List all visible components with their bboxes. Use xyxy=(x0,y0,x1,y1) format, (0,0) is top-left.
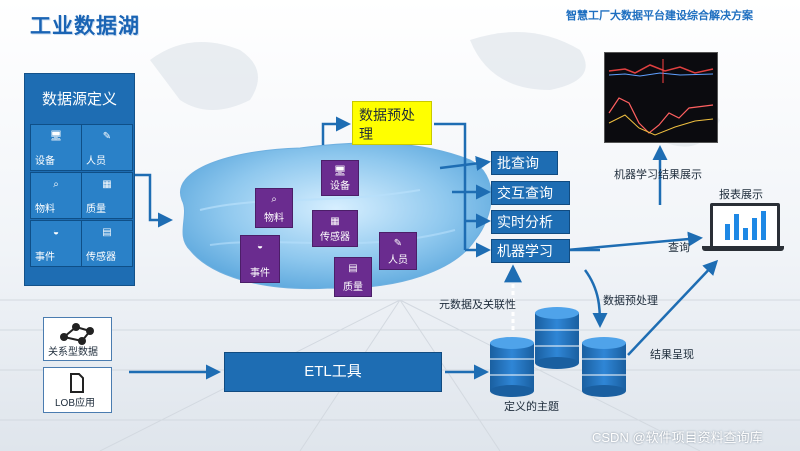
lake-item-quality[interactable]: ▤ 质量 xyxy=(334,257,372,297)
network-icon xyxy=(60,323,94,345)
lake-item-material[interactable]: ⌕ 物料 xyxy=(255,188,293,228)
lake-item-label: 事件 xyxy=(250,268,270,279)
lob-app-box[interactable]: LOB应用 xyxy=(43,367,112,413)
defined-subject-label: 定义的主题 xyxy=(504,401,559,413)
source-item-device[interactable]: 🖥 设备 xyxy=(30,124,82,171)
event-icon: ◒ xyxy=(52,227,60,238)
preprocess-box[interactable]: 数据预处理 xyxy=(352,101,432,145)
report-monitor-base xyxy=(702,246,784,251)
page-title: 工业数据湖 xyxy=(30,15,140,38)
function-batch-query[interactable]: 批查询 xyxy=(491,151,558,175)
material-icon: ⌕ xyxy=(53,179,59,190)
lake-item-person[interactable]: ✎ 人员 xyxy=(379,232,417,270)
function-realtime-analysis[interactable]: 实时分析 xyxy=(491,210,570,234)
quality-icon: ▤ xyxy=(348,263,358,274)
source-item-quality[interactable]: ▦ 质量 xyxy=(81,172,133,219)
source-item-event[interactable]: ◒ 事件 xyxy=(30,220,82,267)
ml-result-chart-graphic xyxy=(608,59,714,136)
relational-data-box[interactable]: 关系型数据 xyxy=(43,317,112,361)
source-item-sensor[interactable]: ▤ 传感器 xyxy=(81,220,133,267)
material-icon: ⌕ xyxy=(271,194,277,205)
sensor-icon: ▦ xyxy=(330,216,340,227)
data-preprocess-label: 数据预处理 xyxy=(603,295,658,307)
ml-result-chart xyxy=(604,52,718,143)
function-interactive-query[interactable]: 交互查询 xyxy=(491,181,570,205)
source-item-label: 质量 xyxy=(86,204,106,215)
database-icon xyxy=(582,337,626,397)
lake-item-label: 物料 xyxy=(264,213,284,224)
bar-chart-icon xyxy=(725,211,766,240)
device-icon: 🖥 xyxy=(333,166,347,177)
result-present-label: 结果呈现 xyxy=(650,349,694,361)
source-item-label: 人员 xyxy=(86,156,106,167)
database-icon xyxy=(535,307,579,369)
lake-item-label: 传感器 xyxy=(320,232,350,243)
quality-icon: ▦ xyxy=(102,179,112,190)
data-source-title: 数据源定义 xyxy=(41,91,117,108)
query-label: 查询 xyxy=(668,242,690,254)
watermark: CSDN @软件项目资料查询库 xyxy=(592,430,763,445)
report-monitor-icon xyxy=(710,203,780,249)
source-item-material[interactable]: ⌕ 物料 xyxy=(30,172,82,219)
lake-item-device[interactable]: 🖥 设备 xyxy=(321,160,359,196)
ml-result-label: 机器学习结果展示 xyxy=(614,169,702,181)
data-source-panel: 数据源定义 🖥 设备 ✎ 人员 ⌕ 物料 ▦ 质量 ◒ 事件 ▤ 传感器 xyxy=(24,73,135,286)
lake-item-sensor[interactable]: ▦ 传感器 xyxy=(312,210,358,247)
report-label: 报表展示 xyxy=(719,189,763,201)
event-icon: ◒ xyxy=(256,241,264,252)
source-item-label: 物料 xyxy=(35,204,55,215)
document-icon xyxy=(70,373,84,393)
device-icon: 🖥 xyxy=(49,131,63,142)
database-group xyxy=(490,307,626,397)
relational-data-label: 关系型数据 xyxy=(48,347,98,358)
person-icon: ✎ xyxy=(102,131,112,142)
source-item-label: 传感器 xyxy=(86,252,116,263)
lake-item-label: 设备 xyxy=(330,181,350,192)
floor-grid xyxy=(0,299,800,451)
person-icon: ✎ xyxy=(393,238,403,249)
lake-item-label: 质量 xyxy=(343,282,363,293)
page-subtitle: 智慧工厂大数据平台建设综合解决方案 xyxy=(566,10,753,22)
function-machine-learning[interactable]: 机器学习 xyxy=(491,239,570,263)
metadata-label: 元数据及关联性 xyxy=(439,299,516,311)
lake-item-label: 人员 xyxy=(388,255,408,266)
lob-app-label: LOB应用 xyxy=(55,398,96,409)
etl-tool-box[interactable]: ETL工具 xyxy=(224,352,442,392)
source-item-person[interactable]: ✎ 人员 xyxy=(81,124,133,171)
lake-item-event[interactable]: ◒ 事件 xyxy=(240,235,280,283)
source-item-label: 事件 xyxy=(35,252,55,263)
sensor-icon: ▤ xyxy=(102,227,112,238)
source-item-label: 设备 xyxy=(35,156,55,167)
database-icon xyxy=(490,337,534,397)
